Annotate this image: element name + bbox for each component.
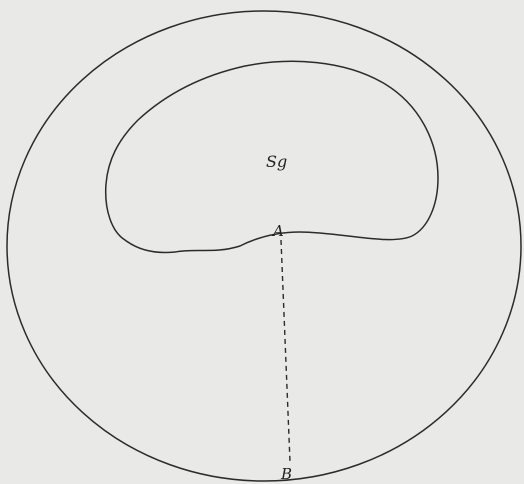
point-label-b: B <box>280 465 292 483</box>
point-label-a: A <box>271 222 284 240</box>
region-label: Sg <box>266 152 287 171</box>
